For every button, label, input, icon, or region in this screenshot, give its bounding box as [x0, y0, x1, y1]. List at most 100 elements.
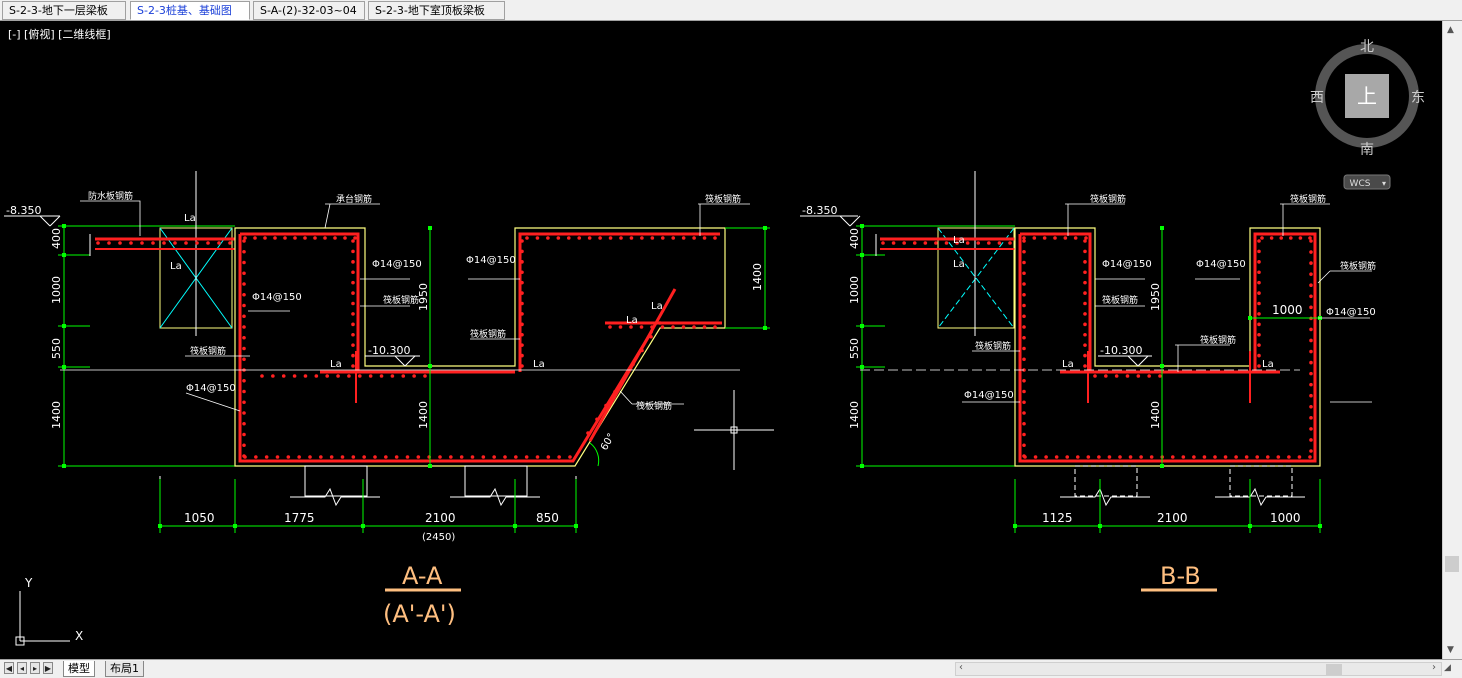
- horizontal-scroll-thumb[interactable]: [1326, 664, 1342, 675]
- rebar-dot: [1022, 335, 1026, 340]
- rebar-dot: [271, 374, 275, 378]
- rebar-dot: [297, 455, 301, 459]
- scroll-up-icon[interactable]: ▲: [1447, 25, 1454, 35]
- bb-la-2: La: [953, 259, 965, 270]
- aa-dim-bottom-0: 1050: [184, 511, 215, 525]
- viewcube-east[interactable]: 东: [1411, 90, 1425, 106]
- rebar-dot: [1257, 260, 1261, 264]
- rebar-dot: [520, 343, 524, 347]
- rebar-dot: [286, 455, 291, 459]
- aa-note-1: 承台钢筋: [336, 193, 372, 205]
- tab-document-2[interactable]: S-2-3桩基、基础图: [130, 1, 250, 20]
- viewcube-south[interactable]: 南: [1360, 142, 1374, 158]
- rebar-dot: [303, 374, 308, 378]
- tab-document-1[interactable]: S-2-3-地下一层梁板: [2, 1, 126, 20]
- rebar-dot: [313, 236, 317, 240]
- rebar-dot: [891, 241, 896, 245]
- first-tab-icon[interactable]: ◀: [4, 662, 14, 674]
- rebar-dot: [1083, 239, 1087, 243]
- aa-dim-left-1: 1000: [50, 276, 63, 304]
- rebar-dot: [351, 291, 355, 295]
- viewcube-face[interactable]: [1345, 74, 1389, 118]
- aa-dim-bottom-2: 2100: [425, 511, 456, 525]
- rebar-dot: [242, 400, 246, 405]
- scroll-right-icon[interactable]: ›: [1432, 662, 1436, 673]
- last-tab-icon[interactable]: ▶: [43, 662, 53, 674]
- rebar-dot: [1042, 236, 1047, 240]
- rebar-dot: [944, 241, 949, 245]
- rebar-dot: [587, 236, 592, 240]
- viewcube-west[interactable]: 西: [1310, 90, 1324, 106]
- rebar-dot: [423, 374, 427, 378]
- rebar-dot: [1128, 455, 1133, 459]
- rebar-dot: [1044, 455, 1048, 459]
- rebar-dot: [1309, 327, 1313, 332]
- rebar-dot: [1083, 280, 1087, 285]
- bb-rebar-label-3: Φ14@150: [964, 390, 1014, 401]
- rebar-dot: [1309, 261, 1313, 265]
- vertical-scrollbar[interactable]: ▲ ▼: [1442, 21, 1462, 659]
- drawing-canvas[interactable]: [-] [俯视] [二维线框] -8.350 400 1000 550 1400: [0, 21, 1442, 659]
- wcs-menu-button[interactable]: [1343, 174, 1391, 190]
- rebar-dot: [631, 362, 635, 367]
- rebar-dot: [1022, 236, 1026, 240]
- rebar-dot: [976, 241, 981, 245]
- rebar-dot: [649, 334, 653, 339]
- tab-document-3[interactable]: S-A-(2)-32-03~04: [253, 1, 365, 20]
- rebar-dot: [1022, 282, 1026, 286]
- resize-grip-icon[interactable]: ◢: [1444, 663, 1451, 673]
- rebar-dot: [525, 236, 529, 240]
- rebar-dot: [604, 403, 608, 408]
- next-tab-icon[interactable]: ▸: [30, 662, 40, 674]
- rebar-dot: [1118, 455, 1122, 459]
- rebar-dot: [713, 236, 717, 240]
- rebar-dot: [242, 411, 246, 415]
- aa-note-2: 筏板钢筋: [383, 294, 419, 306]
- tab-model[interactable]: 模型: [63, 661, 95, 677]
- rebar-dot: [173, 241, 177, 245]
- tab-document-4[interactable]: S-2-3-地下室顶板梁板: [368, 1, 505, 20]
- rebar-dot: [1033, 455, 1038, 459]
- scroll-left-icon[interactable]: ‹: [959, 662, 963, 673]
- rebar-dot: [598, 236, 602, 240]
- rebar-dot: [619, 236, 623, 240]
- viewport-label[interactable]: [-] [俯视] [二维线框]: [8, 27, 111, 41]
- bb-la-1: La: [953, 235, 965, 246]
- tab-layout1[interactable]: 布局1: [105, 661, 144, 677]
- rebar-dot: [629, 325, 633, 329]
- rebar-dot: [293, 236, 297, 240]
- aa-dim-mid-v1: 1950: [417, 283, 430, 311]
- rebar-dot: [881, 241, 885, 245]
- rebar-dot: [263, 236, 267, 240]
- horizontal-scrollbar[interactable]: ‹ ›: [955, 662, 1442, 676]
- rebar-dot: [1309, 239, 1313, 243]
- rebar-dot: [1297, 455, 1302, 459]
- rebar-dot: [242, 389, 246, 394]
- viewcube-north[interactable]: 北: [1360, 39, 1374, 55]
- rebar-dot: [242, 421, 246, 426]
- aa-level-left: -8.350: [6, 204, 41, 217]
- rebar-dot: [1125, 374, 1130, 378]
- aa-note-3: 筏板钢筋: [190, 345, 226, 357]
- rebar-dot: [242, 346, 246, 351]
- bb-dim-bottom-2: 1000: [1270, 511, 1301, 525]
- aa-la-6: La: [651, 301, 663, 312]
- rebar-dot: [524, 455, 529, 459]
- rebar-dot: [351, 301, 355, 306]
- section-aa-drawing: -8.350 400 1000 550 1400: [4, 171, 774, 628]
- viewcube[interactable]: 上 北 南 东 西 WCS ▾: [1310, 39, 1425, 190]
- prev-tab-icon[interactable]: ◂: [17, 662, 27, 674]
- rebar-dot: [1022, 249, 1026, 254]
- rebar-dot: [351, 280, 355, 285]
- vertical-scroll-thumb[interactable]: [1445, 556, 1459, 572]
- rebar-dot: [1149, 455, 1154, 459]
- rebar-dot: [401, 374, 406, 378]
- rebar-dot: [1309, 382, 1313, 387]
- rebar-dot: [520, 270, 524, 275]
- aa-dim-bottom-1: 1775: [284, 511, 315, 525]
- aa-note-5: 筏板钢筋: [705, 193, 741, 205]
- scroll-down-icon[interactable]: ▼: [1447, 645, 1454, 655]
- rebar-dot: [520, 364, 524, 368]
- bb-note-2: 筏板钢筋: [1102, 294, 1138, 306]
- rebar-dot: [1093, 374, 1097, 378]
